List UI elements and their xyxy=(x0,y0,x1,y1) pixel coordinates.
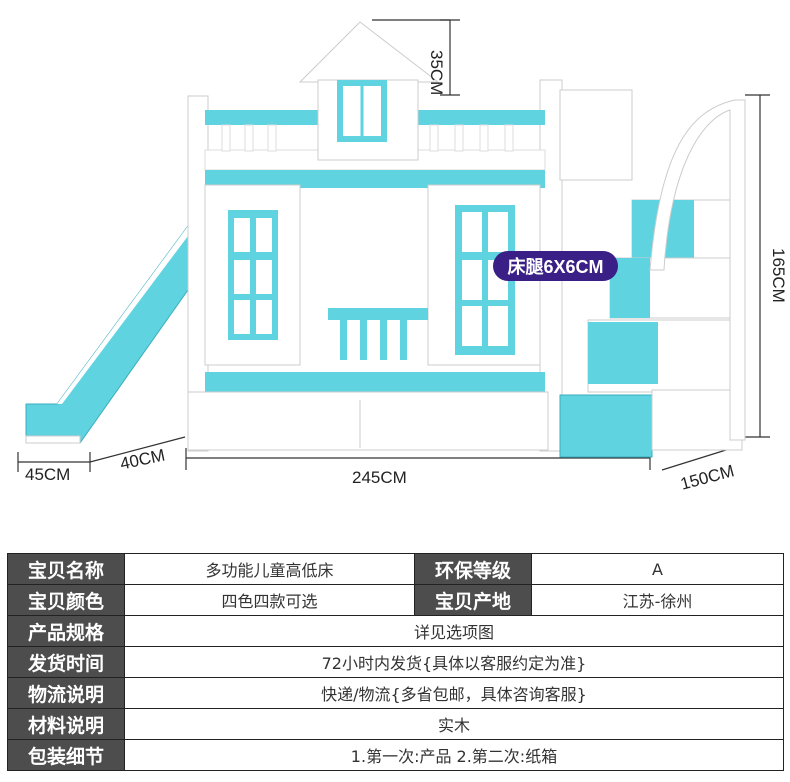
name-value: 多功能儿童高低床 xyxy=(124,553,415,585)
spec-value: 详见选项图 xyxy=(124,615,784,647)
logistics-label: 物流说明 xyxy=(7,677,125,709)
total-height-label: 165CM xyxy=(769,248,788,303)
slide-length-label: 45CM xyxy=(25,465,71,484)
color-value: 四色四款可选 xyxy=(124,584,415,616)
table-row: 物流说明 快递/物流{多省包邮，具体咨询客服} xyxy=(7,677,784,709)
pack-value: 1.第一次:产品 2.第二次:纸箱 xyxy=(124,739,784,771)
ship-label: 发货时间 xyxy=(7,646,125,678)
table-row: 宝贝名称 多功能儿童高低床 环保等级 A xyxy=(7,553,784,585)
leg-size-badge: 床腿6X6CM xyxy=(493,251,618,281)
bed-length-label: 245CM xyxy=(352,468,407,487)
eco-label: 环保等级 xyxy=(414,553,532,585)
spec-label: 产品规格 xyxy=(7,615,125,647)
table-row: 发货时间 72小时内发货{具体以客服约定为准} xyxy=(7,646,784,678)
pack-label: 包装细节 xyxy=(7,739,125,771)
table-row: 宝贝颜色 四色四款可选 宝贝产地 江苏-徐州 xyxy=(7,584,784,616)
table-row: 材料说明 实木 xyxy=(7,708,784,740)
staircase xyxy=(559,89,746,458)
ship-value: 72小时内发货{具体以客服约定为准} xyxy=(124,646,784,678)
origin-value: 江苏-徐州 xyxy=(531,584,784,616)
material-label: 材料说明 xyxy=(7,708,125,740)
dimension-lines xyxy=(17,19,770,472)
slide xyxy=(25,224,189,444)
table-row: 包装细节 1.第一次:产品 2.第二次:纸箱 xyxy=(7,739,784,771)
bed-frame xyxy=(187,21,563,452)
origin-label: 宝贝产地 xyxy=(414,584,532,616)
name-label: 宝贝名称 xyxy=(7,553,125,585)
product-spec-table: 宝贝名称 多功能儿童高低床 环保等级 A 宝贝颜色 四色四款可选 宝贝产地 江苏… xyxy=(7,553,784,771)
table-row: 产品规格 详见选项图 xyxy=(7,615,784,647)
bunk-bed-illustration xyxy=(17,19,770,472)
material-value: 实木 xyxy=(124,708,784,740)
color-label: 宝贝颜色 xyxy=(7,584,125,616)
logistics-value: 快递/物流{多省包邮，具体咨询客服} xyxy=(124,677,784,709)
roof-height-label: 35CM xyxy=(427,50,446,96)
eco-value: A xyxy=(531,553,784,585)
